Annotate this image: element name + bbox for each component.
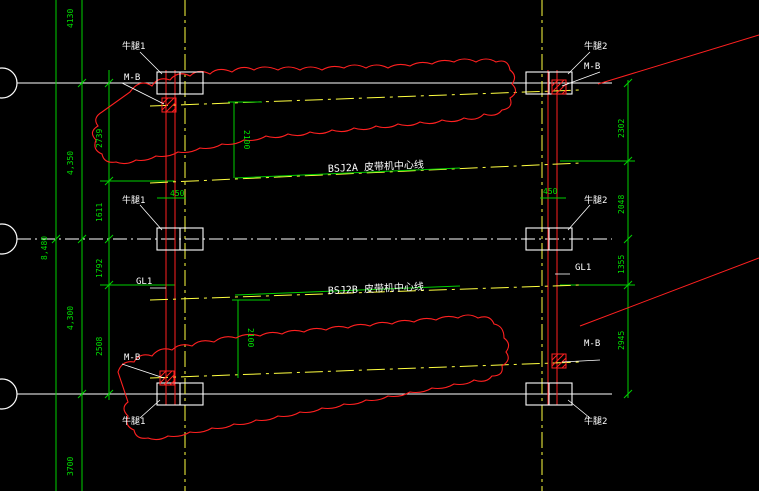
conveyor-a-edge-top bbox=[149, 89, 581, 107]
dim-left-outer-4: 3700 bbox=[66, 457, 75, 476]
axis-bubble-top bbox=[0, 67, 18, 99]
mb-bottom-left: M-B bbox=[124, 353, 140, 363]
revision-clouds bbox=[91, 58, 517, 441]
tag-mid-right: 牛腿2 bbox=[584, 194, 607, 206]
revision-cloud-lower bbox=[117, 314, 510, 441]
conveyor-label-underlines bbox=[234, 167, 461, 296]
mb-top-right: M-B bbox=[584, 62, 600, 72]
embedded-parts bbox=[159, 79, 567, 386]
dim-left-overall: 8,480 bbox=[40, 236, 49, 260]
conveyor-b-edge-bottom bbox=[149, 361, 581, 379]
dim-right-2: 2048 bbox=[617, 195, 626, 214]
dim-right-1: 2302 bbox=[617, 119, 626, 138]
offset-dim-text: 2100 2100 450 450 bbox=[170, 130, 558, 347]
vertical-axis-lines bbox=[184, 0, 543, 491]
axis-bubble-middle bbox=[0, 223, 18, 255]
dim-left-inner-3: 1792 bbox=[95, 259, 104, 278]
horizontal-axis-lines bbox=[17, 82, 612, 395]
left-outer-dim-text: 4130 4,350 4,300 3700 8,480 bbox=[40, 9, 75, 476]
mb-top-left: M-B bbox=[124, 73, 140, 83]
tag-leaders bbox=[121, 51, 601, 419]
dim-width-left: 450 bbox=[170, 189, 185, 198]
axis-bubble-bottom bbox=[0, 378, 18, 410]
tag-mid-left: 牛腿1 bbox=[122, 194, 145, 206]
dimension-lines-right bbox=[560, 78, 635, 399]
conveyor-b-label: BSJ2B 皮带机中心线 bbox=[328, 280, 425, 297]
conveyor-a-center bbox=[149, 162, 581, 184]
right-dim-text: 2302 2048 1355 2945 bbox=[617, 119, 626, 350]
dim-offset-upper: 2100 bbox=[242, 130, 251, 149]
dim-offset-lower: 2100 bbox=[246, 328, 255, 347]
dim-width-right: 450 bbox=[543, 187, 558, 196]
dim-left-inner-4: 2508 bbox=[95, 337, 104, 356]
tag-text: 牛腿1 牛腿2 牛腿1 牛腿2 牛腿1 牛腿2 M-B M-B M-B M-B … bbox=[122, 40, 607, 427]
tag-bottom-right: 牛腿2 bbox=[584, 415, 607, 427]
embed-bottom-left bbox=[159, 370, 175, 386]
tag-top-left: 牛腿1 bbox=[122, 40, 145, 52]
left-inner-dim-text: 2739 1611 1792 2508 bbox=[95, 129, 104, 356]
leader-top-right bbox=[597, 34, 759, 85]
offset-dim-lines bbox=[157, 101, 566, 378]
conveyor-b-center bbox=[149, 284, 581, 301]
embed-top-right bbox=[551, 79, 567, 95]
dim-left-inner-1: 2739 bbox=[95, 129, 104, 148]
bearing-plates bbox=[156, 71, 573, 406]
dimension-lines-left bbox=[51, 0, 175, 491]
conveyor-lines bbox=[149, 89, 581, 379]
dim-right-3: 1355 bbox=[617, 255, 626, 274]
mb-bottom-right: M-B bbox=[584, 339, 600, 349]
embed-top-left bbox=[161, 97, 177, 113]
red-structure-lines bbox=[165, 34, 759, 405]
dim-right-4: 2945 bbox=[617, 331, 626, 350]
embed-bottom-right bbox=[551, 353, 567, 369]
tag-bottom-left: 牛腿1 bbox=[122, 415, 145, 427]
leader-lower-right bbox=[579, 257, 759, 327]
gl-right: GL1 bbox=[575, 263, 591, 273]
dim-left-outer-2: 4,350 bbox=[66, 151, 75, 175]
dim-left-outer-1: 4130 bbox=[66, 9, 75, 28]
gl-left: GL1 bbox=[136, 277, 152, 287]
conveyor-a-label: BSJ2A 皮带机中心线 bbox=[328, 158, 425, 175]
dim-left-outer-3: 4,300 bbox=[66, 306, 75, 330]
dim-left-inner-2: 1611 bbox=[95, 203, 104, 222]
conveyor-label-text: BSJ2A 皮带机中心线 BSJ2B 皮带机中心线 bbox=[328, 158, 425, 297]
axis-bubbles bbox=[0, 67, 18, 410]
tag-top-right: 牛腿2 bbox=[584, 40, 607, 52]
revision-cloud-upper bbox=[91, 58, 517, 165]
